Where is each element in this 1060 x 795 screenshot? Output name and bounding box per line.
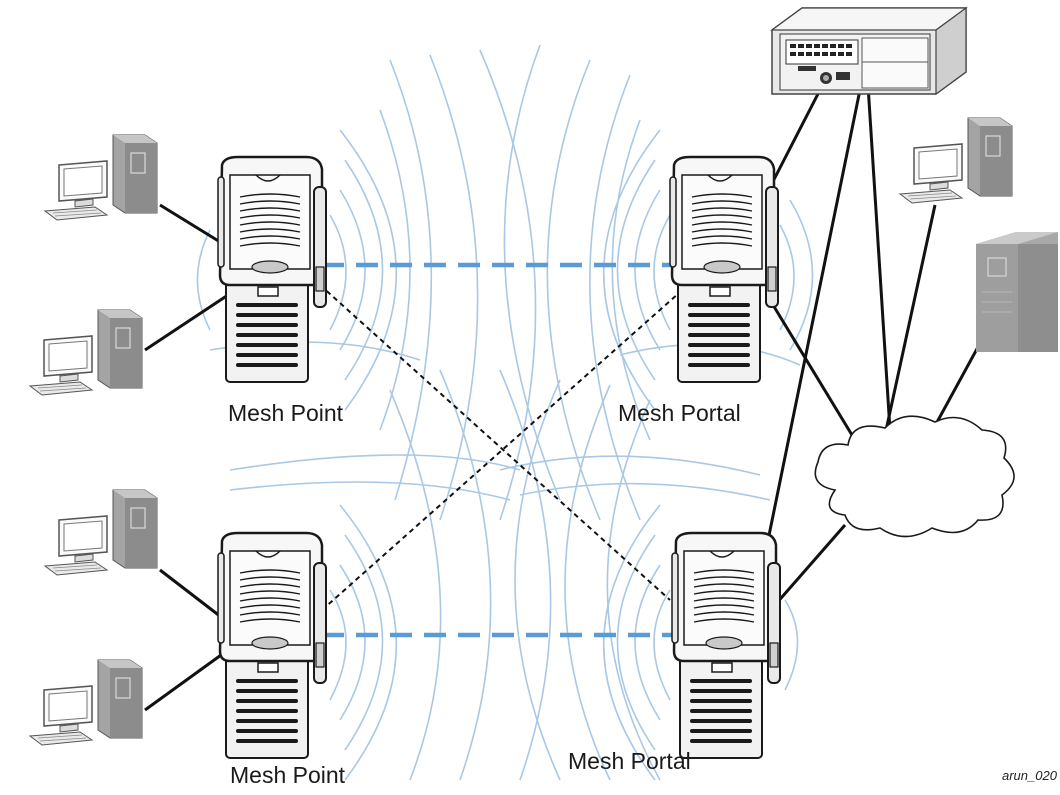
network-cloud	[814, 415, 1015, 538]
ap-mesh-point-bottom	[216, 531, 328, 760]
server-tower	[975, 231, 1059, 353]
client-workstation-1	[44, 134, 158, 221]
controller-chassis	[770, 6, 968, 96]
ap-mesh-portal-bottom	[670, 531, 782, 760]
label-mesh-point-top: Mesh Point	[228, 400, 344, 426]
label-mesh-portal-top: Mesh Portal	[618, 400, 741, 426]
client-workstation-3	[44, 489, 158, 576]
client-workstation-2	[29, 309, 143, 396]
label-mesh-portal-bottom: Mesh Portal	[568, 748, 691, 774]
label-mesh-point-bottom: Mesh Point	[230, 762, 346, 788]
figure-caption: arun_020	[1002, 768, 1057, 783]
mesh-links	[322, 262, 680, 638]
ap-mesh-point-top	[216, 155, 328, 384]
ap-mesh-portal-top	[668, 155, 780, 384]
client-workstation-5	[899, 117, 1013, 204]
client-workstation-4	[29, 659, 143, 746]
cross-links	[319, 284, 689, 611]
